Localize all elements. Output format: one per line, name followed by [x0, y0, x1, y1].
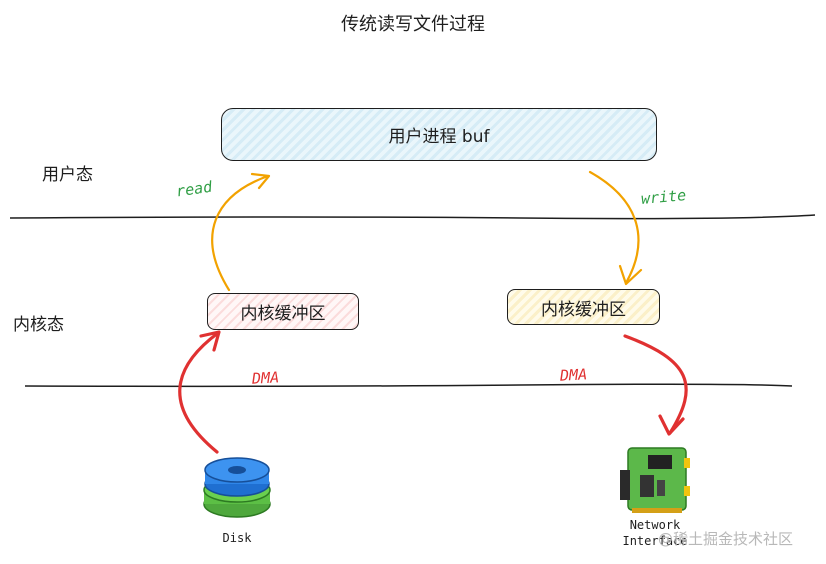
- disk-label: Disk: [222, 531, 252, 545]
- dma-left-arrowhead: [199, 330, 221, 352]
- write-arrowhead: [618, 264, 643, 286]
- disk-icon: [203, 457, 271, 518]
- dma-right-label: DMA: [559, 365, 588, 385]
- dma-right-arrowhead: [658, 414, 685, 436]
- kernel-buffer-right-label: 内核缓冲区: [541, 299, 626, 320]
- kernel-buffer-right-box: 内核缓冲区: [507, 289, 660, 325]
- user-kernel-divider: [9, 214, 816, 220]
- kernel-buffer-left-box: 内核缓冲区: [207, 293, 359, 330]
- user-space-label: 用户态: [42, 165, 93, 185]
- user-buffer-label: 用户进程 buf: [388, 127, 490, 147]
- dma-left-arrow: [178, 331, 220, 454]
- user-buffer-box: 用户进程 buf: [221, 108, 657, 161]
- dma-left-label: DMA: [251, 368, 280, 388]
- network-interface-label: Network Interface: [610, 517, 700, 549]
- diagram-title: 传统读写文件过程: [341, 14, 485, 35]
- kernel-hardware-divider: [24, 383, 793, 388]
- network-card-icon: [620, 447, 690, 513]
- network-label-line1: Network: [629, 518, 681, 532]
- kernel-buffer-left-label: 内核缓冲区: [240, 304, 326, 324]
- network-label-line2: Interface: [622, 534, 688, 548]
- kernel-space-label: 内核态: [13, 315, 64, 335]
- write-arrow: [588, 170, 640, 285]
- watermark: @稀土掘金技术社区: [658, 530, 794, 548]
- read-arrowhead: [250, 172, 271, 190]
- read-arrow: [211, 174, 270, 292]
- dma-right-arrow: [623, 334, 688, 435]
